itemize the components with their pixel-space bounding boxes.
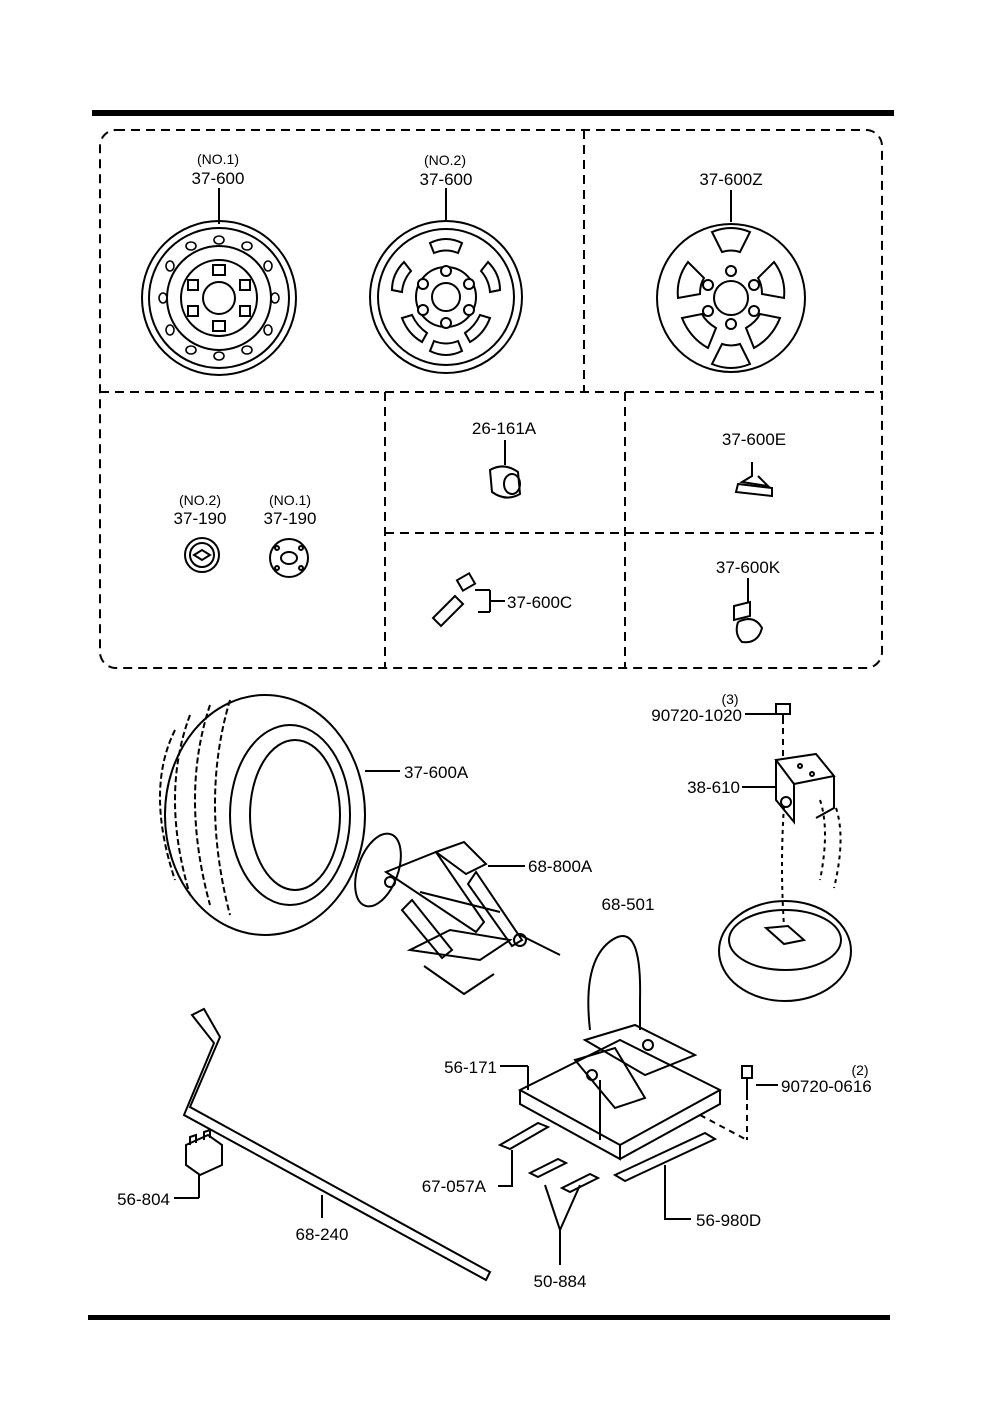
cap-no1-qualifier: (NO.1) — [269, 492, 311, 508]
valve-label: 37-600C — [507, 593, 572, 612]
valve-cap — [733, 578, 764, 644]
wheel-no2-label: 37-600 — [420, 170, 473, 189]
handle-label: 68-240 — [296, 1225, 349, 1244]
valve-cap-label: 37-600K — [716, 558, 781, 577]
bolt-top-label: 90720-1020 — [651, 706, 742, 725]
center-cap-no2 — [184, 537, 220, 573]
alloy-wheel — [656, 190, 806, 373]
strip-label: 50-884 — [534, 1272, 587, 1291]
strips — [527, 1157, 601, 1265]
bolt-side — [699, 1065, 778, 1141]
steel-wheel-no2 — [369, 188, 523, 374]
wheel-no1-qualifier: (NO.1) — [197, 151, 239, 167]
carrier-label: 38-610 — [687, 778, 740, 797]
pad — [497, 1121, 551, 1187]
alloy-wheel-label: 37-600Z — [699, 170, 762, 189]
tire-carrier — [718, 752, 852, 1002]
lug-nut-label: 26-161A — [472, 419, 537, 438]
jack-label: 68-800A — [528, 857, 593, 876]
wheel-no2-qualifier: (NO.2) — [424, 152, 466, 168]
bolt-side-qty: (2) — [851, 1062, 868, 1078]
bolt-top-qty: (3) — [721, 691, 738, 707]
labels: (NO.1) 37-600 (NO.2) 37-600 37-600Z (NO.… — [117, 151, 872, 1291]
cap-no2-qualifier: (NO.2) — [179, 492, 221, 508]
cap-no2-label: 37-190 — [174, 509, 227, 528]
tray-label: 56-171 — [444, 1058, 497, 1077]
tool-tray — [500, 1023, 723, 1161]
cable — [587, 935, 642, 1031]
valve — [431, 571, 505, 628]
lug-nut — [488, 440, 522, 499]
cap-no1-label: 37-190 — [264, 509, 317, 528]
weight-label: 37-600E — [722, 430, 786, 449]
clip-label: 56-804 — [117, 1190, 170, 1209]
clip — [174, 1128, 223, 1199]
parts-grid — [99, 129, 883, 669]
center-cap-no1 — [269, 538, 309, 578]
tire-label: 37-600A — [404, 763, 469, 782]
top-rule — [92, 110, 894, 116]
spare-tire — [159, 694, 400, 936]
jack-handle — [182, 1007, 492, 1282]
steel-wheel-no1 — [141, 188, 297, 376]
mat — [612, 1131, 718, 1220]
mat-label: 56-980D — [696, 1211, 761, 1230]
cable-label: 68-501 — [602, 895, 655, 914]
pad-label: 67-057A — [422, 1177, 487, 1196]
balance-weight — [734, 462, 773, 498]
bolt-side-label: 90720-0616 — [781, 1077, 872, 1096]
bolt-top — [745, 703, 791, 760]
wheel-no1-label: 37-600 — [192, 169, 245, 188]
scissor-jack — [354, 832, 561, 996]
bottom-rule — [88, 1315, 890, 1320]
